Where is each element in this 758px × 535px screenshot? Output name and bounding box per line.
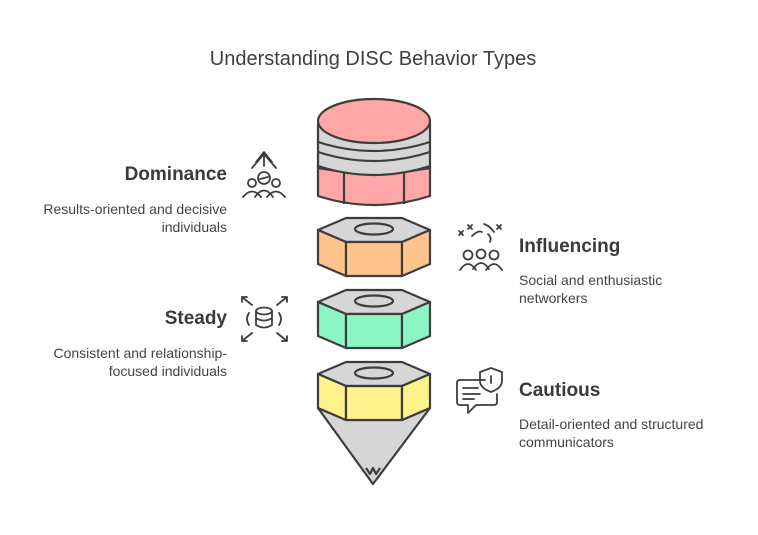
diagram-title: Understanding DISC Behavior Types (209, 48, 537, 70)
dominance-label: Dominance (124, 164, 227, 185)
dominance-desc-line-2: individuals (161, 219, 227, 235)
database-expand-icon (241, 296, 288, 342)
steady-desc-line-1: Consistent and relationship- (53, 345, 227, 361)
dominance-cylinder (316, 97, 432, 207)
influencing-desc-line-1: Social and enthusiastic (519, 272, 663, 288)
influencing-nut (316, 216, 432, 278)
crowd-cheer-icon (458, 223, 503, 271)
cautious-description: Detail-oriented and structured communica… (519, 415, 749, 451)
dominance-description: Results-oriented and decisive individual… (10, 200, 227, 236)
dominance-desc-line-1: Results-oriented and decisive (43, 201, 227, 217)
cautious-nut (316, 360, 432, 486)
cautious-desc-line-2: communicators (519, 434, 614, 450)
influencing-label: Influencing (519, 236, 621, 257)
influencing-description: Social and enthusiastic networkers (519, 271, 749, 307)
cautious-desc-line-1: Detail-oriented and structured (519, 416, 704, 432)
steady-desc-line-2: focused individuals (108, 363, 227, 379)
cautious-label: Cautious (519, 380, 601, 401)
steady-description: Consistent and relationship- focused ind… (10, 344, 227, 380)
leader-group-icon (242, 151, 286, 198)
dominance-cylinder-body (316, 164, 432, 207)
steady-nut (316, 288, 432, 350)
secure-message-icon (456, 367, 503, 414)
steady-label: Steady (164, 308, 227, 329)
influencing-desc-line-2: networkers (519, 290, 588, 306)
